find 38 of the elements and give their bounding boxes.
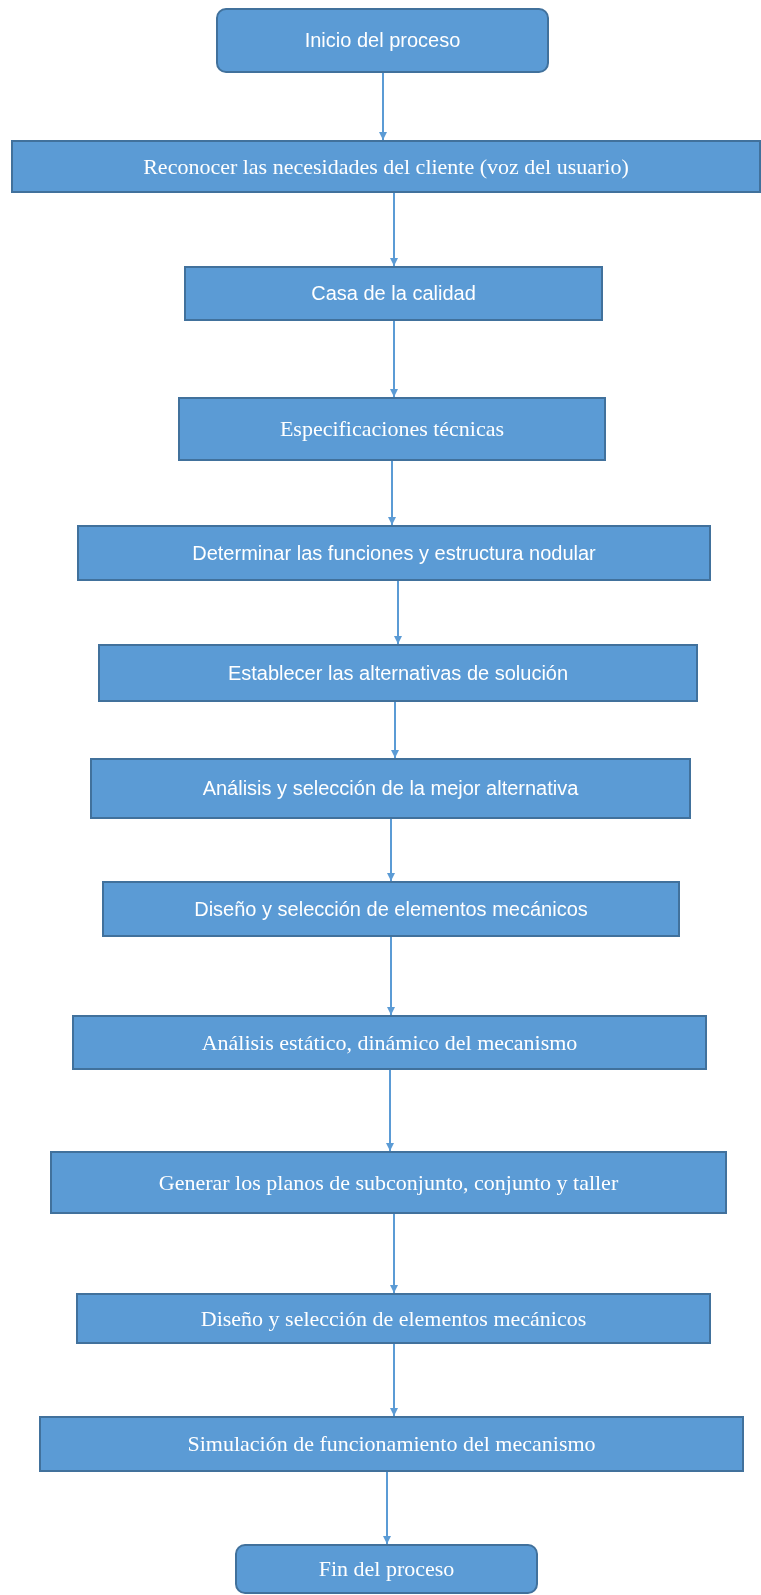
arrow: [390, 1213, 398, 1294]
arrow: [379, 72, 387, 141]
process-box: [11, 140, 761, 193]
process-box: [102, 881, 680, 937]
process-box: [39, 1416, 744, 1472]
step-text: Inicio del proceso: [304, 29, 461, 52]
arrow: [390, 320, 398, 398]
arrow: [387, 936, 395, 1016]
arrow: [390, 192, 398, 267]
step-text: Diseño y selección de elementos mecánicos: [200, 1305, 587, 1332]
step-text: Generar los planos de subconjunto, conjunto y taller: [158, 1169, 619, 1196]
process-box: [77, 525, 711, 581]
process-box: [76, 1293, 711, 1344]
process-box: [98, 644, 698, 702]
process-box: [184, 266, 603, 321]
step-text: Análisis estático, dinámico del mecanismo: [201, 1029, 578, 1056]
terminal-box: [216, 8, 549, 73]
process-box: [72, 1015, 707, 1070]
step-text: Casa de la calidad: [311, 282, 476, 305]
arrow: [391, 701, 399, 759]
step-text: Establecer las alternativas de solución: [227, 661, 569, 685]
step-text: Simulación de funcionamiento del mecanismo: [187, 1431, 596, 1457]
process-box: [178, 397, 606, 461]
arrow: [383, 1471, 391, 1545]
arrow: [394, 580, 402, 645]
step-text: Diseño y selección de elementos mecánicos: [194, 897, 588, 921]
arrow: [387, 818, 395, 882]
step-text: Fin del proceso: [318, 1556, 455, 1582]
arrow: [390, 1343, 398, 1417]
terminal-box: [235, 1544, 538, 1594]
step-text: Determinar las funciones y estructura nodular: [192, 541, 596, 565]
arrow: [386, 1069, 394, 1152]
step-text: Especificaciones técnicas: [279, 416, 505, 442]
step-text: Análisis y selección de la mejor alternativa: [202, 777, 579, 800]
process-box: [90, 758, 691, 819]
arrow: [388, 460, 396, 526]
step-text: Reconocer las necesidades del cliente (voz del usuario): [143, 153, 629, 180]
process-box: [50, 1151, 727, 1214]
